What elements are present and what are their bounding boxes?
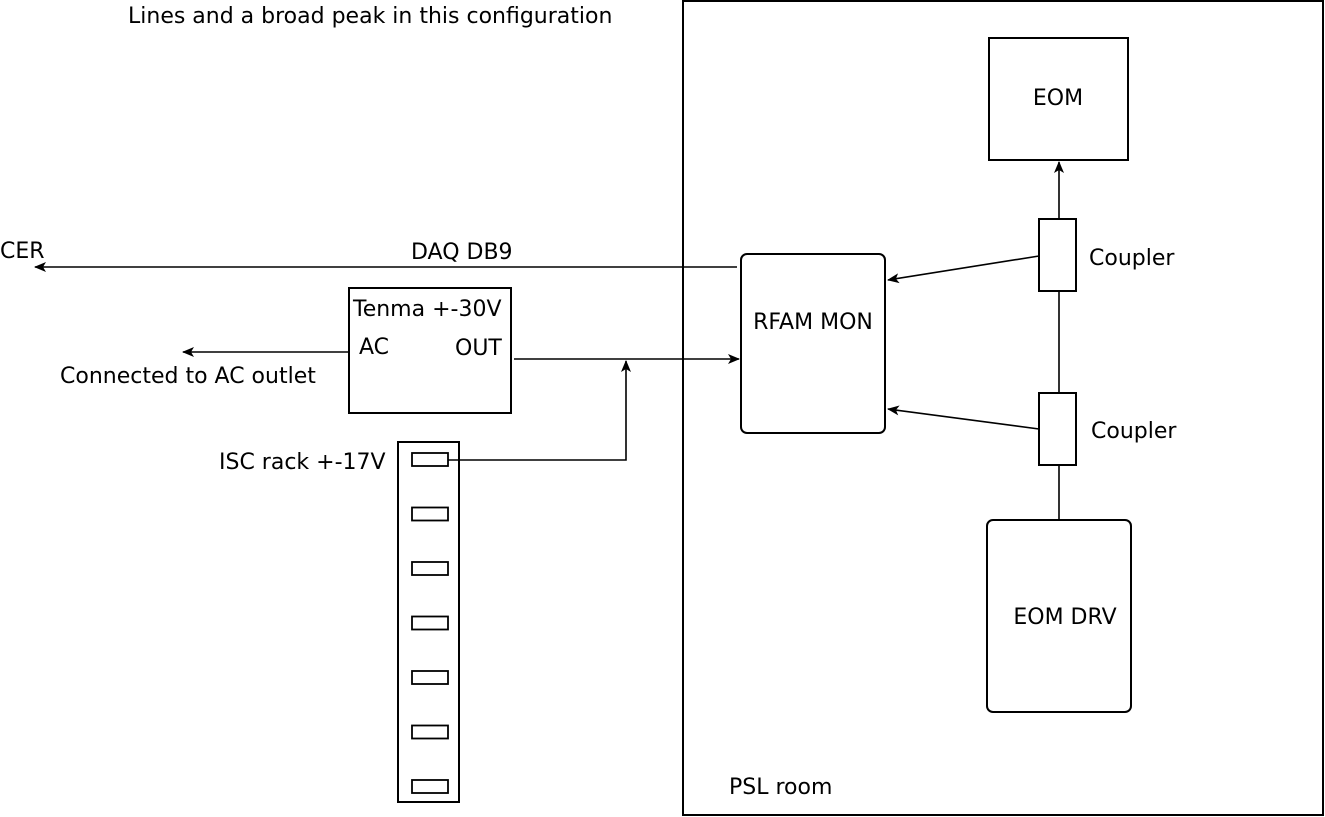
coupler-bottom-to-rfam-arrow [887,405,1040,430]
coupler-bottom-label: Coupler [1091,419,1177,444]
tenma-label: Tenma +-30V [352,297,502,322]
rfam-mon-box [740,253,886,434]
coupler-bottom-box [1038,392,1077,466]
tenma-out-label: OUT [455,336,502,361]
eom-drv-label: EOM DRV [1013,605,1116,630]
isc-rack-slot [411,724,449,740]
coupler-top-label: Coupler [1089,246,1175,271]
eom-drv-box [986,519,1132,713]
coupler-top-to-rfam-arrow [887,255,1040,284]
isc-rack-slot [411,779,449,794]
isc-rack-slot [411,561,449,576]
coupler-top-box [1038,218,1077,292]
daq-db9-label: DAQ DB9 [411,240,513,265]
isc-rack-slot [411,670,449,685]
rfam-mon-label: RFAM MON [753,310,873,335]
isc-rack-slot [411,615,449,631]
ac-outlet-label: Connected to AC outlet [60,364,316,389]
eom-box [988,37,1129,161]
isc-rack-slot [411,452,449,467]
psl-room-label: PSL room [729,775,832,800]
eom-label: EOM [1033,86,1083,111]
cer-label: CER [0,239,45,264]
isc-rack-to-line-arrow [448,360,631,461]
isc-rack-slot [411,506,449,522]
isc-rack-label: ISC rack +-17V [219,450,386,475]
diagram-title: Lines and a broad peak in this configura… [128,4,612,29]
tenma-ac-label: AC [359,335,389,360]
tenma-box [348,287,512,414]
